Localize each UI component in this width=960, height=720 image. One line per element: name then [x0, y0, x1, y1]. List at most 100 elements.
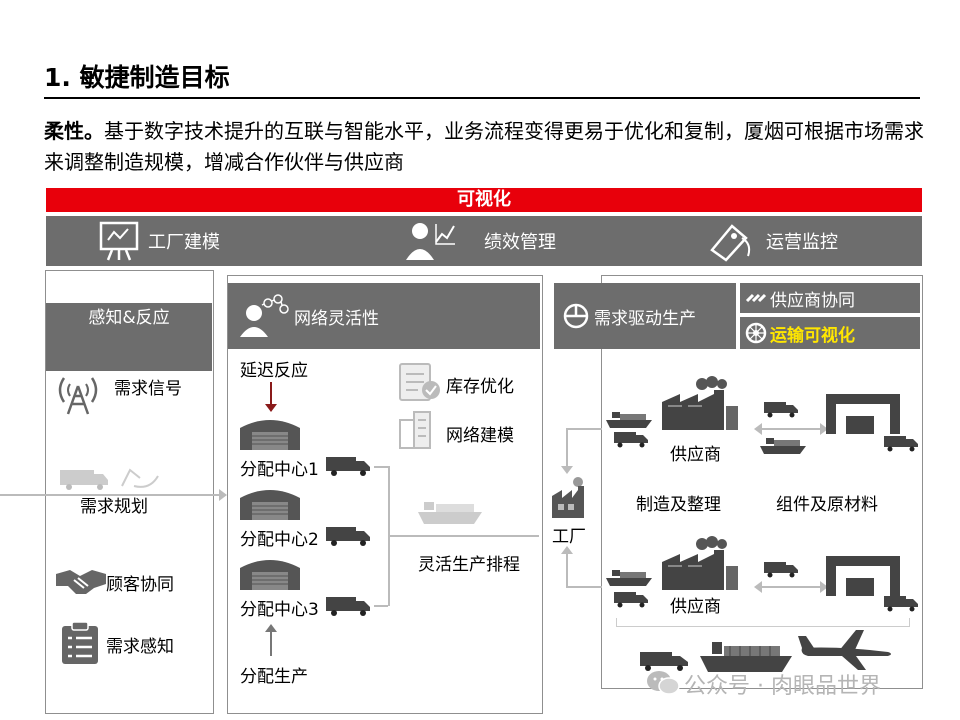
- arrow-right-icon: [820, 423, 828, 435]
- monitor-tag-icon: [708, 220, 756, 262]
- truck-icon: [326, 595, 372, 617]
- performance-chart-icon: [406, 220, 456, 262]
- wechat-icon: [646, 669, 680, 697]
- factory-link-top: [566, 428, 602, 430]
- inventory-optimization-label: 库存优化: [446, 377, 514, 397]
- supplier-top-label: 供应商: [670, 445, 721, 465]
- visibility-bar: 工厂建模 绩效管理 运营监控: [46, 216, 922, 266]
- demand-planning-label: 需求规划: [80, 497, 148, 517]
- factory-link-down: [566, 428, 568, 472]
- inventory-doc-icon: [398, 362, 442, 402]
- transport-visibility-box: 运输可视化: [740, 317, 920, 349]
- components-label: 组件及原材料: [776, 495, 878, 515]
- flow-line-left: [0, 494, 226, 496]
- performance-label: 绩效管理: [484, 232, 556, 253]
- distribution-production-label: 分配生产: [240, 667, 308, 687]
- truck-icon: [640, 650, 690, 672]
- two-way-arrow-line: [760, 586, 820, 588]
- manufacturing-plant-icon: [662, 536, 740, 592]
- bracket-bottom: [374, 605, 388, 607]
- factory-link-up: [566, 552, 568, 586]
- truck-icon: [884, 594, 920, 612]
- subtitle-text: 基于数字技术提升的互联与智能水平，业务流程变得更易于优化和复制，厦烟可根据市场需…: [44, 119, 924, 174]
- supplier-bottom-label: 供应商: [670, 597, 721, 617]
- arrow-left-icon: [754, 581, 762, 593]
- ship-icon: [418, 500, 482, 526]
- truck-icon: [326, 455, 372, 477]
- arrow-up-icon: [265, 624, 277, 632]
- component-warehouse-icon: [826, 556, 900, 596]
- clipboard-icon: [60, 620, 100, 666]
- people-network-icon: [234, 293, 290, 339]
- manufacturing-plant-icon: [662, 376, 740, 432]
- demand-signal-label: 需求信号: [114, 379, 182, 399]
- visibility-banner: 可视化: [46, 188, 922, 212]
- factory-modeling-label: 工厂建模: [148, 232, 220, 253]
- operations-monitor-item: 运营监控: [708, 216, 838, 266]
- arrow-down-icon: [561, 466, 573, 474]
- warehouse-icon: [238, 556, 302, 592]
- arrow-right-icon: [219, 489, 227, 501]
- dc3-label: 分配中心3: [240, 600, 319, 620]
- gauge-icon: [562, 302, 590, 330]
- truck-icon: [60, 466, 160, 492]
- supplier-bracket: [616, 618, 910, 627]
- signal-tower-icon: [54, 372, 102, 416]
- arrow-right-icon: [820, 581, 828, 593]
- dc2-label: 分配中心2: [240, 530, 319, 550]
- manufacturing-label: 制造及整理: [636, 495, 721, 515]
- network-modeling-icon: [398, 410, 434, 450]
- page-title: 1. 敏捷制造目标: [44, 63, 230, 92]
- airplane-icon: [798, 628, 894, 672]
- arrow-down-icon: [265, 404, 277, 412]
- truck-icon: [614, 430, 650, 448]
- flexible-scheduling-label: 灵活生产排程: [418, 555, 520, 575]
- whiteboard-icon: [98, 220, 140, 262]
- two-way-arrow-line: [760, 428, 820, 430]
- demand-driven-header: 需求驱动生产: [554, 283, 736, 349]
- truck-icon: [884, 434, 920, 452]
- cargo-ship-icon: [700, 640, 792, 674]
- subtitle: 柔性。基于数字技术提升的互联与智能水平，业务流程变得更易于优化和复制，厦烟可根据…: [44, 116, 924, 178]
- network-header-label: 网络灵活性: [294, 308, 379, 329]
- delay-response-label: 延迟反应: [240, 361, 308, 381]
- supplier-collab-label: 供应商协同: [770, 290, 855, 311]
- demand-driven-header-label: 需求驱动生产: [594, 308, 696, 329]
- sensing-header: 感知&反应: [46, 303, 212, 371]
- truck-icon: [614, 590, 650, 608]
- bracket-top: [374, 466, 388, 468]
- bracket-to-factory: [389, 535, 539, 537]
- sensing-header-label: 感知&反应: [88, 308, 170, 328]
- demand-sensing-label: 需求感知: [106, 637, 174, 657]
- customer-collab-label: 顾客协同: [106, 575, 174, 595]
- performance-item: 绩效管理: [406, 216, 556, 266]
- network-header: 网络灵活性: [228, 283, 540, 349]
- truck-icon: [764, 560, 800, 578]
- chain-link-icon: [744, 287, 770, 309]
- up-arrow-line: [270, 630, 272, 656]
- wheel-icon: [744, 321, 768, 345]
- arrow-up-icon: [561, 546, 573, 554]
- subtitle-bold: 柔性。: [44, 119, 104, 143]
- warehouse-icon: [238, 416, 302, 452]
- transport-visibility-label: 运输可视化: [770, 325, 855, 346]
- warehouse-icon: [238, 486, 302, 522]
- truck-icon: [326, 525, 372, 547]
- delay-arrow-line: [270, 382, 272, 410]
- ship-icon: [606, 410, 652, 430]
- ship-icon: [760, 436, 806, 456]
- factory-modeling-item: 工厂建模: [98, 216, 220, 266]
- component-warehouse-icon: [826, 394, 900, 434]
- bracket-vertical: [388, 466, 390, 606]
- handshake-icon: [56, 566, 106, 596]
- title-divider: [44, 97, 920, 99]
- factory-label: 工厂: [552, 527, 586, 547]
- ship-icon: [606, 568, 652, 588]
- operations-monitor-label: 运营监控: [766, 232, 838, 253]
- factory-icon: [550, 476, 590, 520]
- network-modeling-label: 网络建模: [446, 426, 514, 446]
- dc1-label: 分配中心1: [240, 460, 319, 480]
- watermark: 公众号 · 肉眼品世界: [684, 674, 881, 699]
- truck-icon: [764, 400, 800, 418]
- factory-link-bottom: [566, 586, 602, 588]
